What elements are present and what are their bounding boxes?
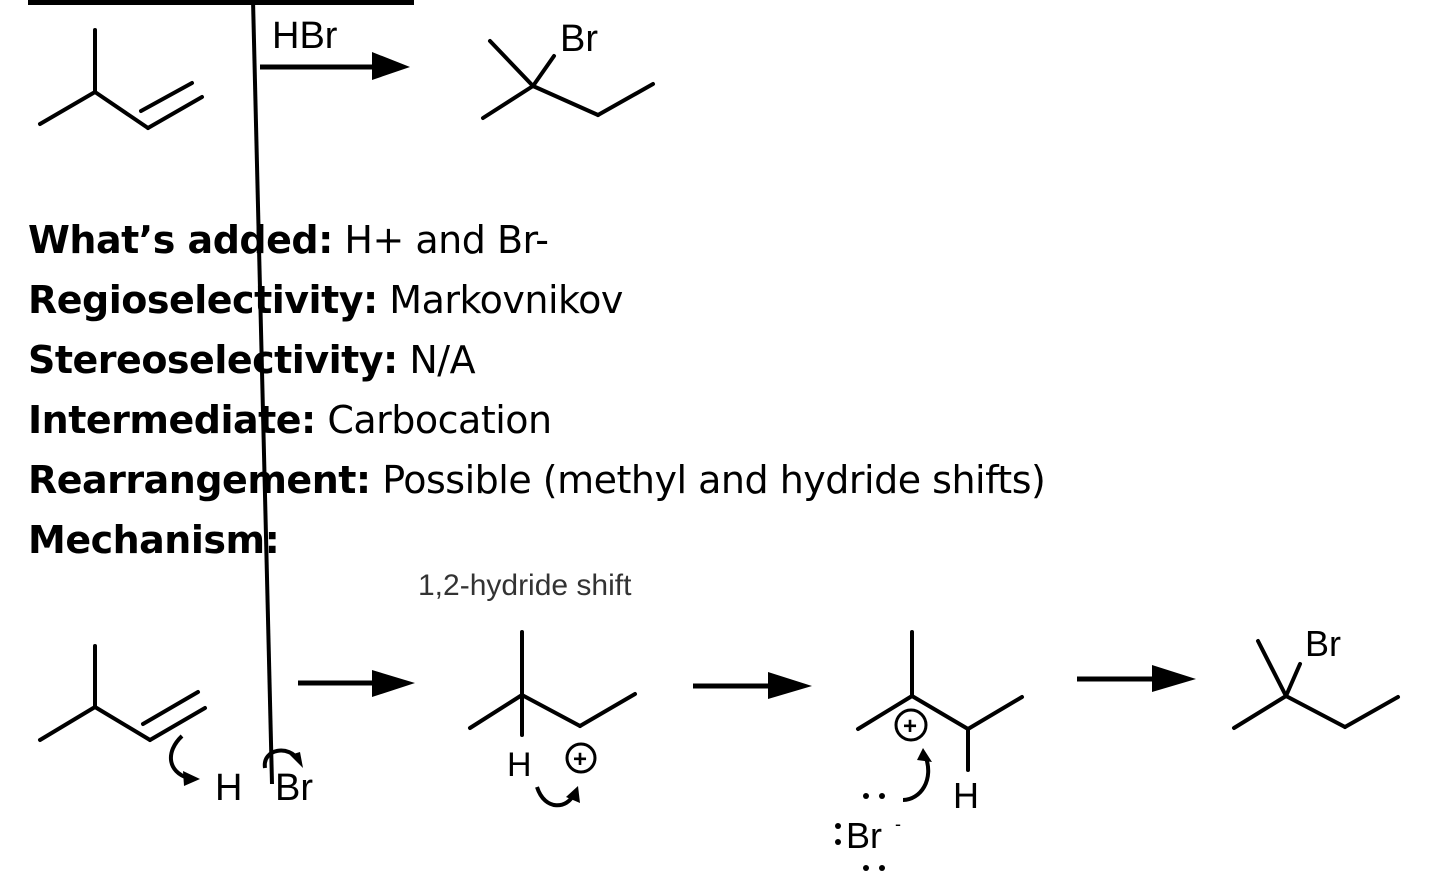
reactant-3-methyl-1-butene — [38, 28, 204, 130]
bromide-label: Br — [846, 815, 882, 856]
reaction-properties: What’s added: H+ and Br- Regioselectivit… — [28, 210, 1046, 570]
hbr-br-label: Br — [275, 767, 313, 809]
property-key: Regioselectivity: — [28, 278, 378, 322]
arrowhead-icon — [290, 752, 303, 768]
property-key: Intermediate: — [28, 398, 316, 442]
mechanism-arrow-3 — [1077, 665, 1196, 692]
positive-charge-icon — [894, 708, 928, 742]
property-regioselectivity: Regioselectivity: Markovnikov — [28, 270, 1045, 330]
property-stereoselectivity: Stereoselectivity: N/A — [28, 330, 1045, 390]
property-key: Rearrangement: — [28, 458, 371, 502]
property-key: What’s added: — [28, 218, 333, 262]
property-intermediate: Intermediate: Carbocation — [28, 390, 1045, 450]
arrowhead-icon — [566, 786, 580, 803]
arrowhead-icon — [183, 771, 200, 786]
mechanism-arrow-1 — [298, 670, 415, 697]
product-2-bromo-2-methylbutane — [481, 39, 655, 120]
charge-symbol: + — [903, 713, 917, 740]
property-whats-added: What’s added: H+ and Br- — [28, 210, 1045, 270]
mechanism-product — [1232, 639, 1400, 730]
mechanism-alkene — [38, 644, 207, 742]
property-value: Possible (methyl and hydride shifts) — [382, 458, 1046, 502]
secondary-carbocation — [468, 630, 637, 737]
hydride-shift-label: 1,2-hydride shift — [418, 569, 632, 602]
curved-arrow-pi-to-h — [168, 734, 189, 780]
product-br-label: Br — [560, 18, 598, 60]
property-key: Stereoselectivity: — [28, 338, 398, 382]
tertiary-carbocation — [856, 630, 1024, 772]
property-mechanism: Mechanism: — [28, 510, 1045, 570]
curved-arrow-br-attack — [902, 754, 931, 802]
hbr-h-label: H — [215, 767, 242, 809]
property-key: Mechanism: — [28, 518, 280, 562]
property-rearrangement: Rearrangement: Possible (methyl and hydr… — [28, 450, 1046, 510]
arrowhead-icon — [917, 748, 932, 762]
property-value: N/A — [409, 338, 476, 382]
property-value: Markovnikov — [389, 278, 623, 322]
lone-pair-dots — [835, 793, 885, 871]
heading-underline — [28, 0, 414, 5]
bromide-charge: - — [895, 814, 901, 834]
mechanism-arrow-2 — [693, 672, 812, 699]
reagent-label: HBr — [272, 15, 338, 57]
reaction-arrow — [260, 52, 410, 80]
charge-symbol: + — [573, 746, 587, 773]
intermediate2-h-label: H — [953, 775, 979, 816]
positive-charge-icon — [565, 742, 597, 774]
property-value: Carbocation — [327, 398, 552, 442]
final-br-label: Br — [1305, 623, 1341, 664]
property-value: H+ and Br- — [344, 218, 549, 262]
h-br-bond — [251, 0, 274, 785]
intermediate1-h-label: H — [507, 746, 532, 784]
